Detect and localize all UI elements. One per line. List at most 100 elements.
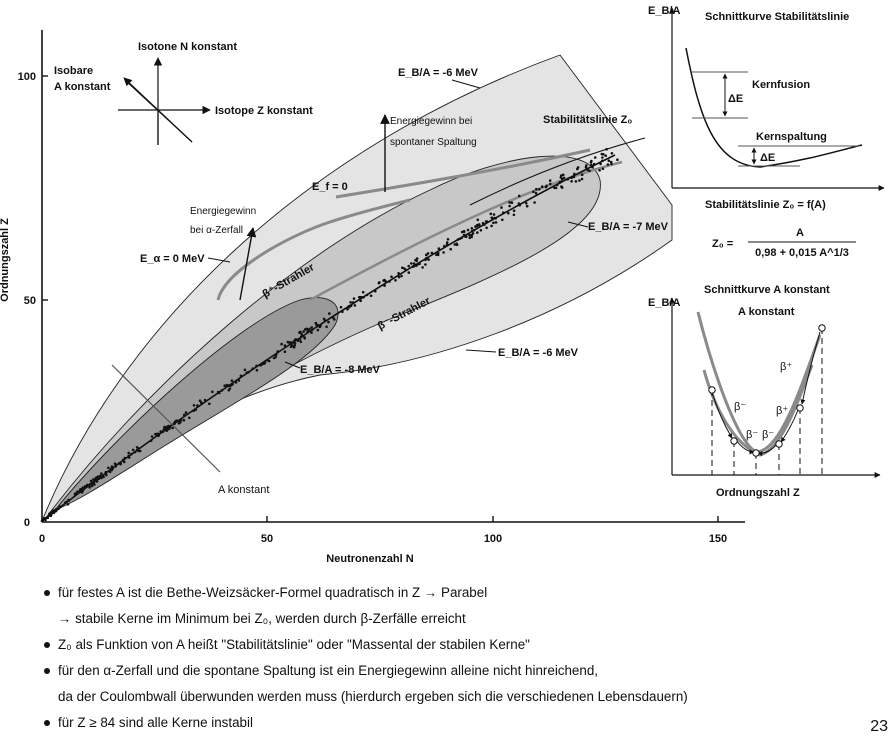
eb-minus6-bottom-leader [465,349,497,353]
inset-top-delta-fusion: ΔE [728,93,743,105]
stable-nucleus-dot [507,211,510,215]
stable-nucleus-dot [377,281,381,285]
stable-nucleus-dot [424,263,427,266]
stable-nucleus-dot [154,432,158,436]
stable-nucleus-dot [316,328,320,332]
stable-nucleus-dot [427,258,430,261]
stable-nucleus-dot [163,425,166,429]
stable-nucleus-dot [479,229,483,232]
stable-nucleus-dot [545,184,548,188]
stable-nucleus-dot [470,235,474,239]
inset-bottom-subtitle: A konstant [738,306,795,318]
stable-nucleus-dot [445,241,449,244]
stable-nucleus-dot [559,176,563,179]
stable-nucleus-dot [310,331,313,334]
stable-nucleus-dot [492,213,496,216]
inset-bottom-xlabel: Ordnungszahl Z [716,487,800,499]
stable-nucleus-dot [107,466,110,470]
stable-nucleus-dot [289,345,293,349]
fission-gain-label-2: spontaner Spaltung [390,137,477,148]
note-1: für festes A ist die Bethe-Weizsäcker-Fo… [38,580,858,606]
stable-nucleus-dot [490,216,494,219]
stable-nucleus-dot [314,321,318,325]
stable-nucleus-dot [353,304,357,307]
stable-nucleus-dot [449,247,453,251]
stable-nucleus-dot [604,154,607,157]
y-tick-0: 0 [24,517,30,529]
stable-nucleus-dot [554,186,558,190]
band-inner [53,297,339,512]
stable-nucleus-dot [607,159,611,162]
stable-nucleus-dot [188,416,191,420]
stable-nucleus-dot [446,238,450,241]
stability-band-line [309,137,646,302]
stable-nucleus-dot [267,359,271,363]
stable-nucleus-dot [359,299,363,303]
note-2: → stabile Kerne im Minimum bei Z₀, werde… [58,611,466,626]
inset-top-delta-fission: ΔE [760,152,775,164]
stable-nucleus-dot [211,390,214,394]
a-constant-label: A konstant [218,484,269,496]
ealpha-curve [216,198,411,301]
stable-nucleus-dot [223,384,226,388]
stable-nucleus-dot [228,387,232,390]
stable-nucleus-dot [426,252,430,255]
stable-nucleus-dot [400,274,403,278]
stable-nucleus-dot [96,475,100,478]
stable-nucleus-dot [88,486,91,489]
stable-nucleus-dot [243,368,247,372]
x-axis-label: Neutronenzahl N [326,553,413,565]
stable-nucleus-dot [131,448,135,452]
stable-nucleus-dot [283,344,287,347]
stable-nucleus-dot [525,204,529,208]
page-number: 23 [870,718,888,735]
stable-nucleus-dot [122,460,126,464]
stable-nucleus-dot [512,209,516,212]
stable-nucleus-dot [327,320,330,324]
x-tick-100: 100 [484,533,502,545]
y-axis-label: Ordnungszahl Z [0,218,11,302]
stable-nucleus-dot [540,185,544,188]
stable-nucleus-dot [304,327,308,331]
stable-nucleus-dot [548,179,552,182]
stable-nucleus-dot [280,342,283,346]
stable-nucleus-dot [293,343,297,347]
eb-minus8-label: E_B/A = -8 MeV [300,364,381,376]
formula-title: Stabilitätslinie Z₀ = f(A) [705,199,826,211]
inset-bottom-beta-plus-1: β⁺ [776,405,788,417]
inset-top-ylabel: E_B/A [648,5,680,17]
stable-nucleus-dot [230,379,234,383]
stable-nucleus-dot [113,462,117,466]
stable-nucleus-dot [410,262,413,265]
stable-nucleus-dot [485,226,488,230]
stable-nucleus-dot [610,162,613,166]
note-4: für den α-Zerfall und die spontane Spalt… [38,658,858,684]
stable-nucleus-dot [74,492,77,495]
alpha-gain-label-2: bei α-Zerfall [190,225,243,236]
stable-nucleus-dot [361,290,365,294]
isotope-label: Isotope Z konstant [215,105,313,117]
inset-bottom [669,297,881,478]
stable-nucleus-dot [501,218,504,222]
stable-nucleus-dot [425,253,428,257]
stable-nucleus-dot [299,340,303,344]
stable-nucleus-dot [412,262,416,265]
stable-nucleus-dot [580,173,584,176]
notes-list: für festes A ist die Bethe-Weizsäcker-Fo… [38,580,858,736]
stable-nucleus-dot [477,223,481,226]
stable-nucleus-dot [508,201,511,204]
stable-nucleus-dot [322,317,326,321]
fission-gain-label-1: Energiegewinn bei [390,116,472,127]
stable-nucleus-dot [90,484,94,488]
stable-nucleus-dot [415,259,419,263]
stable-nucleus-dot [500,206,503,209]
y-tick-50: 50 [24,295,36,307]
eb-minus6-bottom-label: E_B/A = -6 MeV [498,347,579,359]
stable-nucleus-dot [588,169,591,173]
stable-nucleus-dot [578,179,581,182]
stable-nucleus-dot [524,202,528,205]
stable-nucleus-dot [570,180,573,183]
eb-minus6-top-label: E_B/A = -6 MeV [398,67,479,79]
alpha-gain-label-1: Energiegewinn [190,206,256,217]
stable-nucleus-dot [616,158,619,161]
